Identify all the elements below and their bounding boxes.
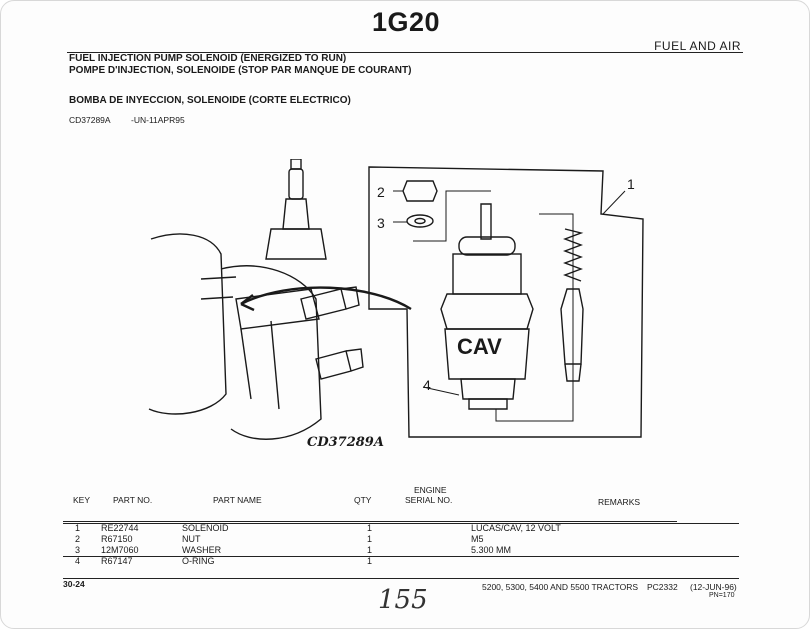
cell-key: 3 — [75, 545, 81, 555]
table-rule-top-2 — [63, 523, 739, 524]
brand-label: CAV — [457, 334, 502, 359]
cell-qty: 1 — [367, 545, 373, 555]
washer-shape — [406, 214, 434, 228]
table-row-divider — [63, 556, 739, 557]
solenoid-body — [452, 253, 522, 295]
col-header-qty: QTY — [354, 495, 372, 505]
cell-key: 2 — [75, 534, 81, 544]
callout-2: 2 — [377, 184, 385, 200]
footer-catalog: PC2332 — [647, 582, 678, 592]
title-spanish: BOMBA DE INYECCION, SOLENOIDE (CORTE ELE… — [69, 95, 351, 106]
nut-shape — [402, 180, 438, 202]
solenoid-hex — [440, 293, 534, 330]
cell-part-name: NUT — [182, 534, 201, 544]
spring — [563, 228, 584, 282]
fitting-upper — [300, 288, 347, 320]
callout-4: 4 — [423, 377, 431, 393]
figure-code: CD37289A — [69, 115, 111, 125]
page-number: 1G20 — [371, 7, 441, 37]
cell-key: 1 — [75, 523, 81, 533]
footer-pn: PN=170 — [709, 592, 735, 599]
pump-body-outline — [148, 233, 227, 415]
solenoid-cap — [458, 236, 516, 256]
callout-1: 1 — [627, 176, 635, 192]
callout-3: 3 — [377, 215, 385, 231]
handwritten-number: 155 — [378, 585, 428, 615]
col-header-part-name: PART NAME — [213, 495, 262, 505]
footer-page: 30-24 — [63, 579, 85, 589]
solenoid-illustration: CAV 1 2 3 4 CD37289A — [148, 159, 644, 450]
footer-models: 5200, 5300, 5400 AND 5500 TRACTORS — [482, 582, 639, 592]
pump-flange — [235, 288, 320, 330]
cell-part-name: SOLENOID — [182, 523, 229, 533]
cell-part-no: RE22744 — [101, 523, 139, 533]
col-header-key: KEY — [73, 495, 91, 505]
footer-rule — [63, 578, 739, 579]
col-header-remarks: REMARKS — [598, 497, 641, 507]
cell-part-name: WASHER — [182, 545, 222, 555]
location-arrow — [240, 286, 412, 311]
cell-part-name: O-RING — [182, 556, 215, 566]
col-header-serial: SERIAL NO. — [405, 495, 453, 505]
plunger — [560, 288, 584, 365]
section-label: FUEL AND AIR — [654, 39, 741, 53]
cell-part-no: R67150 — [101, 534, 133, 544]
col-header-engine: ENGINE — [414, 485, 447, 495]
cell-qty: 1 — [367, 534, 373, 544]
header-rule — [67, 52, 743, 53]
figure-id: -UN-11APR95 — [131, 115, 185, 125]
cell-key: 4 — [75, 556, 81, 566]
cell-part-no: 12M7060 — [101, 545, 139, 555]
title-french: POMPE D'INJECTION, SOLENOIDE (STOP PAR M… — [69, 65, 412, 76]
figure-caption: CD37289A — [307, 435, 384, 450]
cell-remarks: M5 — [471, 534, 484, 544]
table-rule-top — [63, 521, 677, 522]
cell-qty: 1 — [367, 556, 373, 566]
title-english: FUEL INJECTION PUMP SOLENOID (ENERGIZED … — [69, 53, 347, 64]
injector-stud — [288, 168, 304, 200]
col-header-part-no: PART NO. — [113, 495, 153, 505]
cell-remarks: 5.300 MM — [471, 545, 512, 555]
cell-part-no: R67147 — [101, 556, 133, 566]
cell-qty: 1 — [367, 523, 373, 533]
detail-frame — [368, 166, 644, 438]
cell-remarks: LUCAS/CAV, 12 VOLT — [471, 523, 561, 533]
fitting-lower — [315, 350, 352, 380]
footer-date: (12-JUN-96) — [690, 582, 737, 592]
